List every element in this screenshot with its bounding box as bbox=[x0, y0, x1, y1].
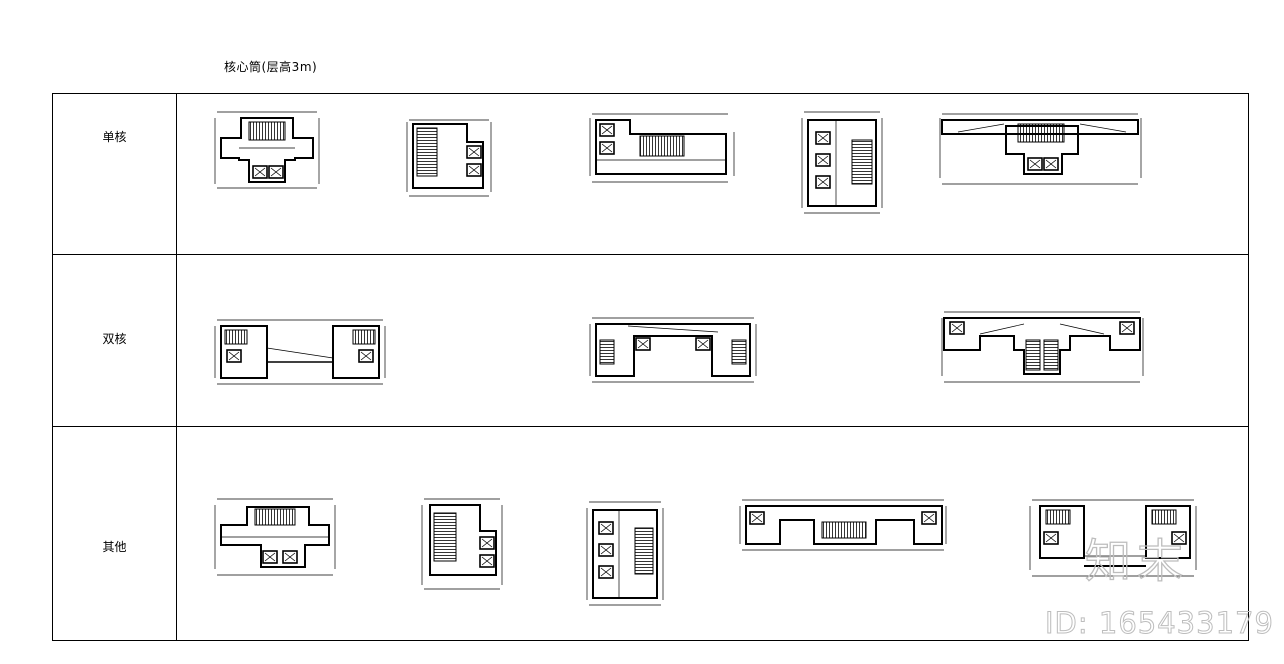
double-core-plan-1 bbox=[213, 318, 388, 386]
other-plan-3 bbox=[585, 500, 665, 608]
label-column-divider bbox=[176, 94, 177, 640]
core-tube-table: 单核 双核 其他 bbox=[52, 93, 1249, 641]
row-divider-2 bbox=[53, 426, 1248, 427]
single-core-plan-2 bbox=[405, 118, 495, 200]
single-core-plan-5 bbox=[938, 112, 1143, 187]
row-label-double-core: 双核 bbox=[102, 332, 127, 346]
double-core-plan-3 bbox=[940, 310, 1145, 385]
row-divider-1 bbox=[53, 254, 1248, 255]
double-core-plan-2 bbox=[588, 316, 758, 384]
row-label-single-core: 单核 bbox=[102, 130, 127, 144]
single-core-plan-3 bbox=[588, 112, 738, 184]
watermark-id: ID: 165433179 bbox=[1045, 606, 1274, 641]
page-title: 核心筒(层高3m) bbox=[224, 60, 318, 74]
single-core-plan-4 bbox=[800, 110, 884, 215]
other-plan-1 bbox=[213, 497, 338, 577]
row-label-other: 其他 bbox=[102, 540, 127, 554]
watermark-logo: 知末 bbox=[1084, 533, 1189, 588]
other-plan-5 bbox=[1028, 498, 1198, 578]
single-core-plan-1 bbox=[213, 108, 321, 193]
other-plan-4 bbox=[738, 498, 948, 553]
other-plan-2 bbox=[420, 497, 505, 592]
